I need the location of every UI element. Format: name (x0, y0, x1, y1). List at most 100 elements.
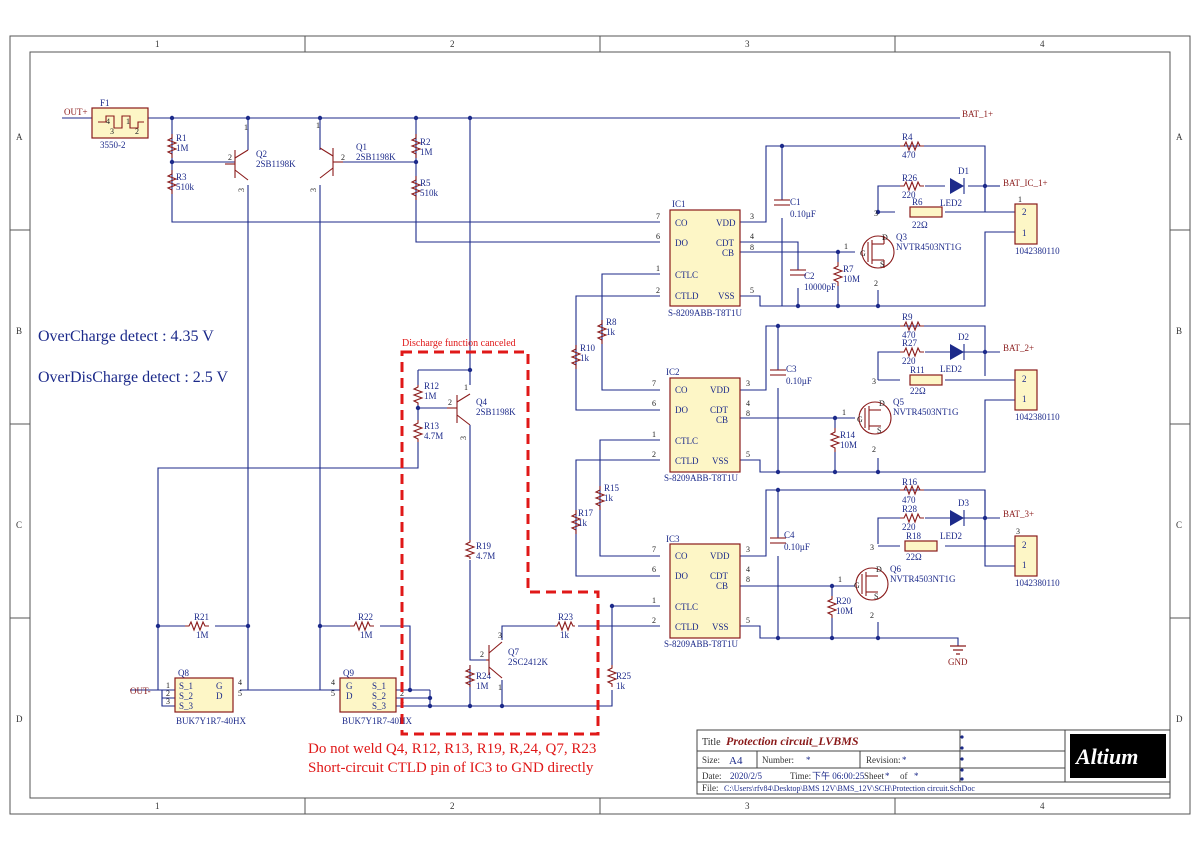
led-d3: D3 LED2 (940, 498, 969, 541)
resistor-labels: R1 1M R3 510k R2 1M R5 510k R4 470 R26 2… (176, 132, 928, 691)
q9-pin-g: G (346, 681, 353, 691)
r24-ref: R24 (476, 671, 492, 681)
q8-part: BUK7Y1R7-40HX (176, 716, 247, 726)
connector-1: 2 1 1 1042380110 (1014, 195, 1060, 256)
col-label-top-2: 2 (450, 39, 455, 49)
q2-ref: Q2 (256, 149, 267, 159)
r11-ref: R11 (910, 365, 925, 375)
r4-value: 470 (902, 150, 916, 160)
ic3-num-5: 5 (746, 616, 750, 625)
number-label: Number: (762, 755, 794, 765)
ic3-pin-vdd: VDD (710, 551, 730, 561)
q4-part: 2SB1198K (476, 407, 516, 417)
title-label: Title (702, 737, 721, 748)
ic3-num-6: 6 (652, 565, 656, 574)
ic3-pin-vss: VSS (712, 622, 729, 632)
conn1-pin-2: 2 (1022, 207, 1027, 217)
r7-value: 10M (843, 274, 860, 284)
ic2-part: S-8209ABB-T8T1U (664, 473, 739, 483)
row-label-right-b: B (1176, 326, 1182, 336)
discharge-canceled-box (400, 350, 600, 736)
q2-part: 2SB1198K (256, 159, 296, 169)
led-d1: D1 LED2 (940, 166, 969, 208)
note-overdischarge: OverDisCharge detect : 2.5 V (38, 369, 228, 386)
svg-text:2: 2 (870, 611, 874, 620)
r8-ref: R8 (606, 317, 617, 327)
r3-value: 510k (176, 182, 195, 192)
ic1-num-7: 7 (656, 212, 660, 221)
ic3-part: S-8209ABB-T8T1U (664, 639, 739, 649)
of-value: * (914, 771, 919, 781)
sheet-frame: 1 2 3 4 1 2 3 4 A B C D A B C D (9, 35, 1191, 815)
r25-ref: R25 (616, 671, 632, 681)
instruction-line-1: Do not weld Q4, R12, R13, R19, R,24, Q7,… (308, 741, 596, 757)
r16-ref: R16 (902, 477, 918, 487)
r16-value: 470 (902, 495, 916, 505)
col-label-bottom-3: 3 (745, 801, 750, 811)
conn3-pin-1: 1 (1022, 560, 1027, 570)
ic1-num-3: 3 (750, 212, 754, 221)
horizontal-resistors (185, 140, 943, 632)
title-block: Title Protection circuit_LVBMS Size: A4 … (696, 729, 1171, 795)
r10-value: 1k (580, 353, 590, 363)
col-label-bottom-2: 2 (450, 801, 455, 811)
svg-text:4: 4 (331, 678, 335, 687)
q9-ref: Q9 (343, 668, 354, 678)
conn2-part: 1042380110 (1015, 412, 1060, 422)
net-bat1: BAT_1+ (962, 109, 993, 119)
svg-text:D: D (882, 233, 888, 242)
d2-label: LED2 (940, 364, 962, 374)
svg-text:2: 2 (874, 279, 878, 288)
ic1-part: S-8209ABB-T8T1U (668, 308, 743, 318)
fuse-pin-3: 3 (110, 127, 114, 136)
sheet-value: * (885, 771, 890, 781)
ic2-pin-ctld: CTLD (675, 456, 699, 466)
date-label: Date: (702, 771, 722, 781)
row-label-right-d: D (1176, 714, 1183, 724)
fuse-pin-1: 1 (126, 117, 130, 126)
fuse-f1: F1 3550-2 4 1 3 2 (91, 98, 149, 150)
svg-text:1: 1 (244, 123, 248, 132)
svg-text:D: D (876, 565, 882, 574)
size-label: Size: (702, 755, 720, 765)
ic1-num-4: 4 (750, 232, 754, 241)
ic3-pin-ctld: CTLD (675, 622, 699, 632)
c2-ref: C2 (804, 271, 815, 281)
net-gnd: GND (948, 657, 968, 667)
ic2-pin-vdd: VDD (710, 385, 730, 395)
r6-value: 22Ω (912, 220, 928, 230)
revision-value: * (902, 755, 907, 765)
bjt-q4: 123 Q4 2SB1198K (447, 383, 516, 440)
q6-ref: Q6 (890, 564, 901, 574)
ic1-pin-co: CO (675, 218, 688, 228)
svg-text:1: 1 (842, 408, 846, 417)
d1-ref: D1 (958, 166, 969, 176)
ic2-num-6: 6 (652, 399, 656, 408)
instruction-line-2: Short-circuit CTLD pin of IC3 to GND dir… (308, 760, 594, 776)
ic3-num-7: 7 (652, 545, 656, 554)
r8-value: 1k (606, 327, 616, 337)
conn3-header: 3 (1016, 527, 1020, 536)
ic2-pin-co: CO (675, 385, 688, 395)
junctions (155, 115, 988, 709)
note-overcharge: OverCharge detect : 4.35 V (38, 328, 214, 345)
r1-value: 1M (176, 143, 189, 153)
number-value: * (806, 755, 811, 765)
r26-value: 220 (902, 190, 916, 200)
q1-part: 2SB1198K (356, 152, 396, 162)
time-label: Time: (790, 771, 811, 781)
ic1: CO DO CTLC CTLD VDD CDT CB VSS 7 6 1 2 3… (656, 199, 754, 318)
r4-ref: R4 (902, 132, 913, 142)
ic3-pin-cdt: CDT (710, 571, 729, 581)
svg-text:3: 3 (459, 436, 468, 440)
ic2-pin-do: DO (675, 405, 688, 415)
r21-value: 1M (196, 630, 209, 640)
svg-text:3: 3 (309, 188, 318, 192)
time-value: 下午 06:00:25 (812, 770, 865, 781)
ic2-num-8: 8 (746, 409, 750, 418)
mosfet-q3: GDS 132 Q3 NVTR4503NT1G (844, 209, 962, 288)
r15-ref: R15 (604, 483, 620, 493)
ic2: CO DO CTLC CTLD VDD CDT CB VSS 7 6 1 2 3… (652, 367, 750, 483)
net-out-plus: OUT+ (64, 107, 88, 117)
r7-ref: R7 (843, 264, 854, 274)
